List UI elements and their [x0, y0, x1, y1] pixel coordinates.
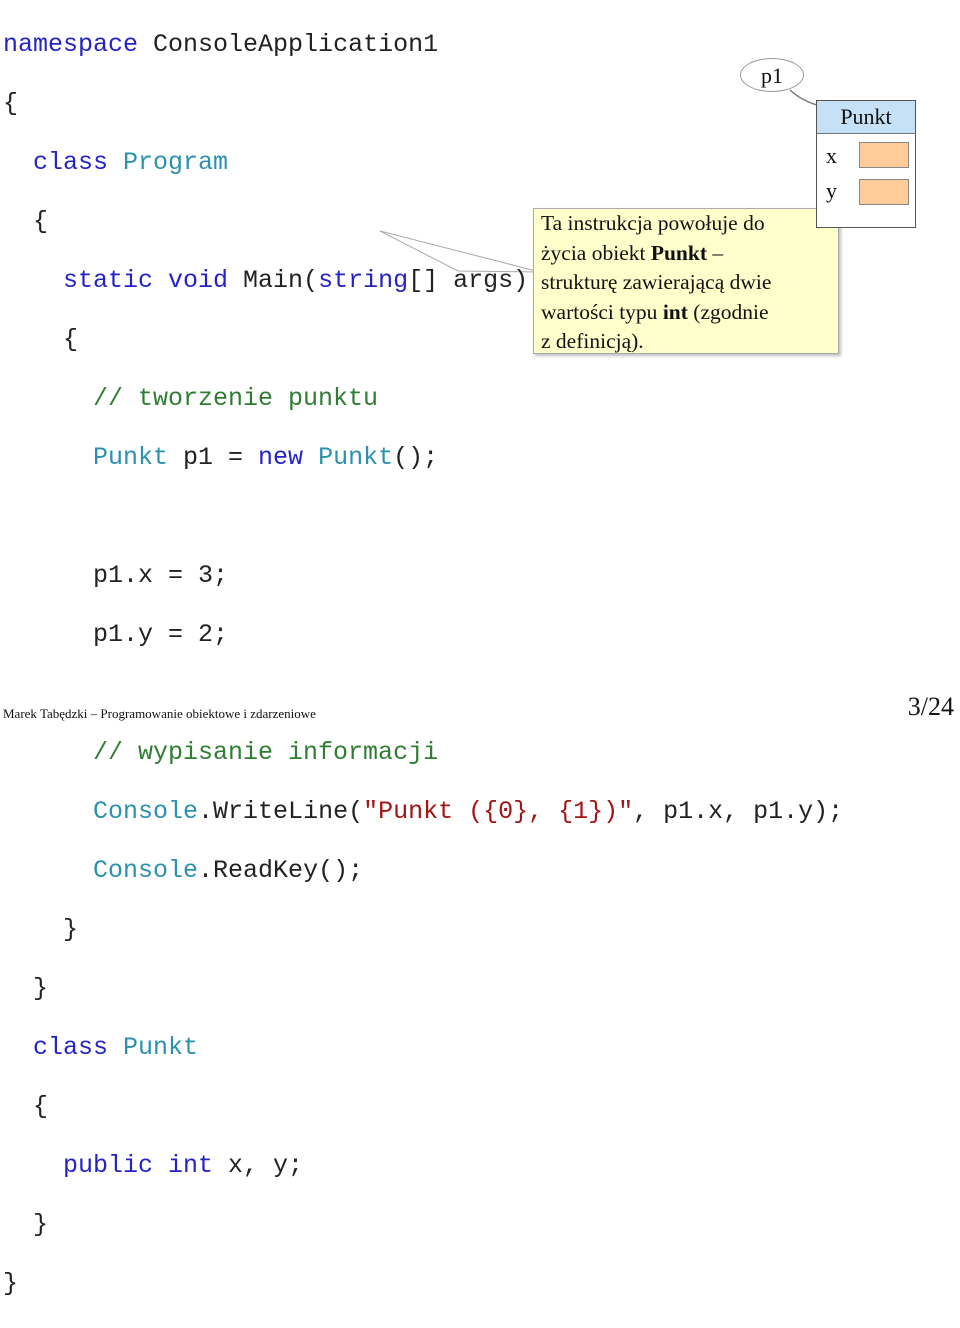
slide-footer: Marek Tabędzki – Programowanie obiektowe… — [3, 706, 316, 721]
code-line-22: } — [3, 1268, 19, 1298]
code-line-14: Console.WriteLine("Punkt ({0}, {1})", p1… — [93, 796, 844, 826]
callout-note: Ta instrukcja powołuje do życia obiekt P… — [533, 208, 839, 354]
code-line-9 — [3, 502, 843, 532]
callout-line-5: z definicją). — [541, 329, 644, 353]
code-line-5: static void Main(string[] args) — [63, 265, 529, 295]
code-line-8: Punkt p1 = new Punkt(); — [93, 442, 439, 472]
callout-line-4: wartości typu int (zgodnie — [541, 299, 769, 324]
code-line-21: } — [33, 1209, 49, 1239]
code-line-19: { — [33, 1091, 49, 1121]
code-listing: namespace ConsoleApplication1 { class Pr… — [3, 0, 843, 1328]
code-line-2: { — [3, 88, 19, 118]
field-x-label: x — [826, 143, 837, 168]
callout-line-1: Ta instrukcja powołuje do — [541, 211, 765, 235]
code-line-11: p1.y = 2; — [93, 619, 229, 649]
code-line-16: } — [63, 914, 79, 944]
code-line-10: p1.x = 3; — [93, 560, 229, 590]
code-line-20: public int x, y; — [63, 1150, 304, 1180]
code-line-7: // tworzenie punktu — [93, 383, 379, 413]
callout-line-3: strukturę zawierającą dwie — [541, 270, 772, 294]
reference-variable-p1: p1 — [740, 58, 804, 92]
punkt-object-box: Punkt x y — [816, 100, 916, 228]
field-x-value-box — [859, 142, 909, 168]
callout-line-2: życia obiekt Punkt – — [541, 240, 724, 265]
code-line-4: { — [33, 206, 49, 236]
object-type-header: Punkt — [817, 101, 915, 134]
callout-pointer — [379, 230, 541, 273]
code-line-13: // wypisanie informacji — [93, 737, 439, 767]
field-y-value-box — [859, 179, 909, 205]
code-line-17: } — [33, 973, 49, 1003]
code-line-3: class Program — [33, 147, 229, 177]
footer-author: Marek Tabędzki — [3, 706, 88, 721]
code-line-15: Console.ReadKey(); — [93, 855, 364, 885]
field-y-label: y — [826, 178, 837, 203]
code-line-18: class Punkt — [33, 1032, 199, 1062]
code-line-12 — [3, 679, 843, 709]
page-number: 3/24 — [907, 692, 954, 721]
code-line-1: namespace ConsoleApplication1 — [3, 29, 439, 59]
footer-course: Programowanie obiektowe i zdarzeniowe — [100, 706, 316, 721]
code-line-6: { — [63, 324, 79, 354]
